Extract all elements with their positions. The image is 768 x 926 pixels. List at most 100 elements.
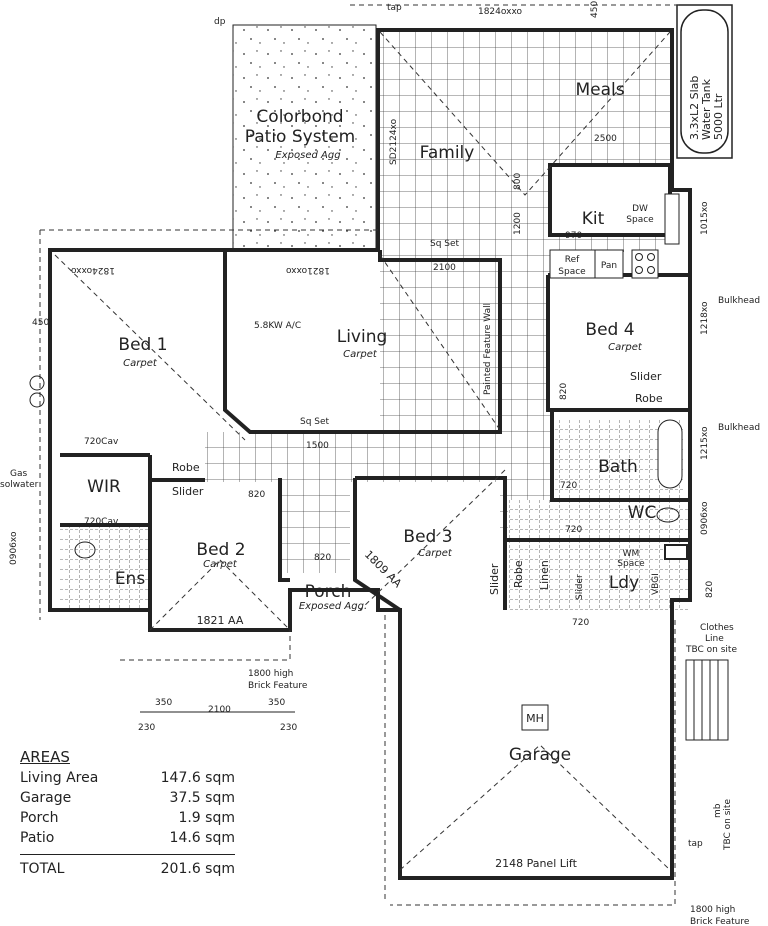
area-label: Living Area xyxy=(20,770,99,786)
dim-230-a: 230 xyxy=(138,723,155,733)
bed3-slider: Slider xyxy=(488,563,501,595)
wm-label-2: Space xyxy=(617,559,645,569)
manhole-label: MH xyxy=(526,712,544,725)
sink-icon xyxy=(664,193,680,245)
dp-label: dp xyxy=(214,17,226,27)
area-value: 147.6 sqm xyxy=(160,770,235,786)
cav-2: 720Cav xyxy=(84,517,119,527)
dim-230-b: 230 xyxy=(280,723,297,733)
gas-hw-2: solwater xyxy=(0,480,39,490)
porch-label: Porch xyxy=(305,582,352,602)
bed3-label: Bed 3 xyxy=(403,527,452,547)
area-row: Garage 37.5 sqm xyxy=(20,788,235,808)
tap-label: tap xyxy=(387,3,402,13)
family-label: Family xyxy=(420,143,475,163)
sq-set-1: Sq Set xyxy=(430,239,460,249)
clothes-line-1: Clothes xyxy=(700,623,734,633)
area-label: Patio xyxy=(20,830,55,846)
living-label: Living xyxy=(337,327,388,347)
brick-feature-2: Brick Feature xyxy=(248,681,308,691)
clothes-line-3: TBC on site xyxy=(685,645,737,655)
total-label: TOTAL xyxy=(20,861,65,877)
bed2-label: Bed 2 xyxy=(196,540,245,560)
area-total-row: TOTAL 201.6 sqm xyxy=(20,854,235,879)
dim-450-top: 450 xyxy=(590,1,600,18)
dim-0906-left: 0906xo xyxy=(9,531,19,565)
bulkhead-1: Bulkhead xyxy=(718,296,760,306)
roof-lines xyxy=(39,4,680,906)
bulkhead-2: Bulkhead xyxy=(718,423,760,433)
wir-label: WIR xyxy=(87,477,121,497)
dim-2100-b: 2100 xyxy=(208,705,231,715)
bed1-label: Bed 1 xyxy=(118,335,167,355)
sliding-door-label: SD2124xo xyxy=(389,118,399,165)
window-bed1: 1824oxxo xyxy=(70,265,115,275)
bed2-finish: Carpet xyxy=(203,559,238,570)
living-finish: Carpet xyxy=(343,349,378,360)
area-label: Porch xyxy=(20,810,59,826)
clothes-line-2: Line xyxy=(705,634,724,644)
feature-wall-label: Painted Feature Wall xyxy=(483,303,493,395)
tank-label-2: Water Tank xyxy=(700,78,713,140)
bed2-slider: Slider xyxy=(172,485,204,498)
linen-label: Linen xyxy=(538,560,551,590)
bed3-window: 1809 AA xyxy=(362,548,405,591)
sq-set-2: Sq Set xyxy=(300,417,330,427)
door-820-bed4: 820 xyxy=(559,383,569,400)
meter-box-label: mb xyxy=(713,803,723,818)
dim-2500: 2500 xyxy=(594,134,617,144)
area-label: Garage xyxy=(20,790,72,806)
door-820-porch: 820 xyxy=(314,553,331,563)
manhole-icon xyxy=(521,704,549,731)
area-value: 14.6 sqm xyxy=(169,830,235,846)
bed2-robe: Robe xyxy=(172,461,200,474)
tap-label-2: tap xyxy=(688,839,703,849)
ensuite-toilet-icon xyxy=(74,541,96,559)
laundry-label: Ldy xyxy=(609,573,639,593)
brick-feature-4: Brick Feature xyxy=(690,917,750,926)
patio-label: Colorbond xyxy=(256,107,343,127)
dim-1218: 1218xo xyxy=(700,301,710,335)
wc-label: WC xyxy=(628,503,657,523)
bed2-window: 1821 AA xyxy=(197,614,244,627)
door-820-laundry: 820 xyxy=(705,581,715,598)
door-720-bath: 720 xyxy=(560,481,577,491)
dim-800: 800 xyxy=(513,173,523,190)
tank-label-3: 5000 Ltr xyxy=(712,93,725,140)
tank-label-1: 3.3xL2 Slab xyxy=(688,76,701,140)
meals-label: Meals xyxy=(575,80,624,100)
bed1-finish: Carpet xyxy=(123,358,158,369)
dim-0906: 0906xo xyxy=(700,501,710,535)
tiled-areas xyxy=(60,32,688,610)
area-row: Living Area 147.6 sqm xyxy=(20,768,235,788)
bed4-finish: Carpet xyxy=(608,342,643,353)
pantry-label: Pan xyxy=(601,261,617,271)
bath-label: Bath xyxy=(598,457,638,477)
area-row: Patio 14.6 sqm xyxy=(20,828,235,848)
ensuite-label: Ens xyxy=(115,569,146,589)
garage-door-label: 2148 Panel Lift xyxy=(495,857,578,870)
ref-label-2: Space xyxy=(558,267,586,277)
dim-450-left: 450 xyxy=(32,318,49,328)
clothes-line-icon xyxy=(685,659,729,741)
brick-feature-3: 1800 high xyxy=(690,905,735,915)
cooktop-icon xyxy=(631,249,659,279)
water-tank: 3.3xL2 Slab Water Tank 5000 Ltr xyxy=(676,4,733,159)
door-720-ldy: 720 xyxy=(572,618,589,628)
tbc-site-label: TBC on site xyxy=(723,799,733,851)
laundry-tub: VBGI xyxy=(651,573,661,595)
areas-table: AREAS Living Area 147.6 sqm Garage 37.5 sq… xyxy=(20,748,235,879)
area-value: 37.5 sqm xyxy=(169,790,235,806)
dim-2100: 2100 xyxy=(433,263,456,273)
bed3-finish: Carpet xyxy=(418,548,453,559)
areas-title: AREAS xyxy=(20,748,70,766)
ac-label: 5.8KW A/C xyxy=(254,321,301,331)
total-value: 201.6 sqm xyxy=(160,861,235,877)
dim-1015: 1015xo xyxy=(700,201,710,235)
door-820-bed2: 820 xyxy=(248,490,265,500)
bed4-label: Bed 4 xyxy=(585,320,634,340)
dw-label-2: Space xyxy=(626,215,654,225)
